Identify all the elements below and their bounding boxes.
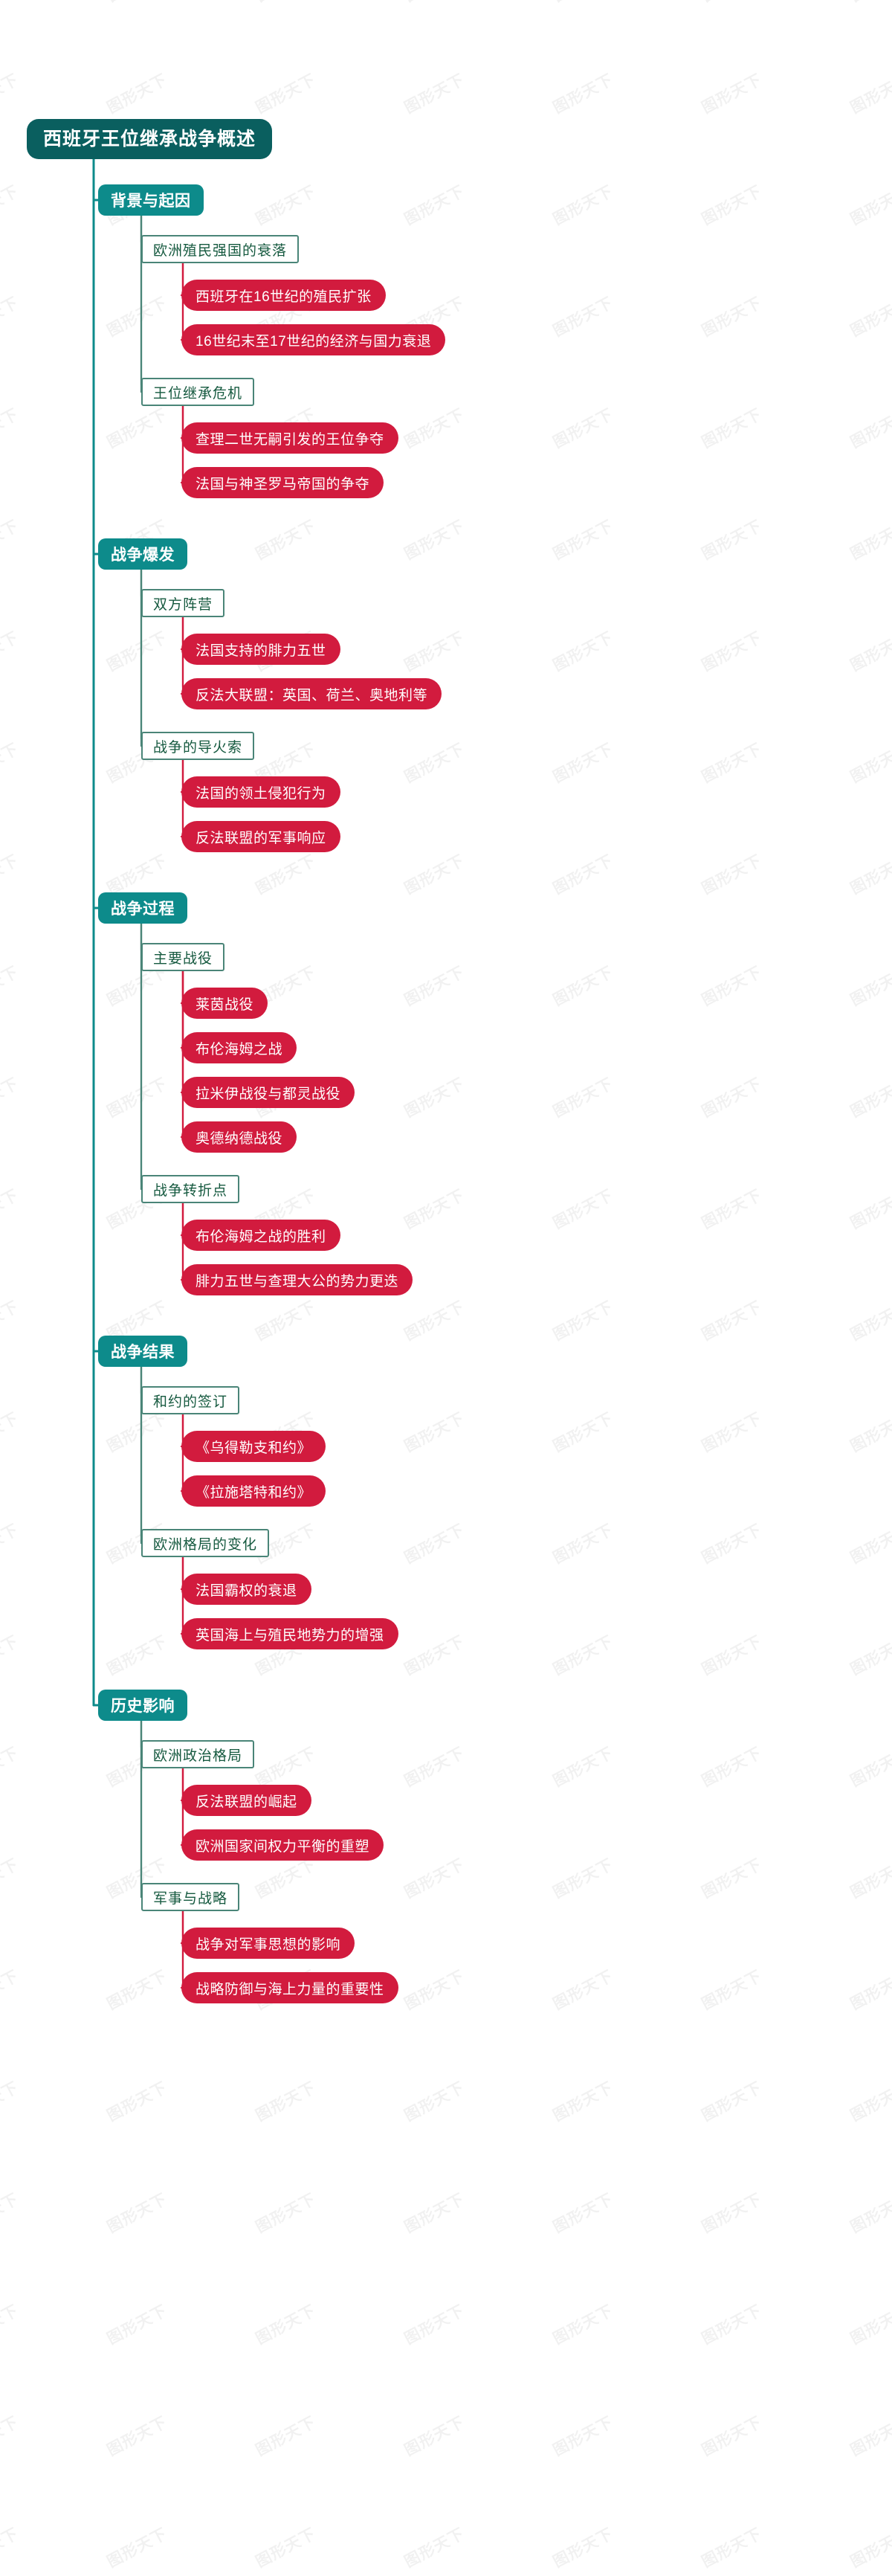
branch-node-0[interactable]: 背景与起因 [98,184,204,216]
leaf-node-2-0-0[interactable]: 莱茵战役 [181,988,268,1019]
subbranch-node-3-0[interactable]: 和约的签订 [141,1386,240,1414]
leaf-node-1-0-1[interactable]: 反法大联盟：英国、荷兰、奥地利等 [181,678,442,709]
leaf-node-2-0-3-label: 奥德纳德战役 [195,1130,283,1147]
leaf-node-2-1-1[interactable]: 腓力五世与查理大公的势力更迭 [181,1264,413,1295]
leaf-node-4-1-1[interactable]: 战略防御与海上力量的重要性 [181,1972,398,2003]
leaf-node-0-1-1[interactable]: 法国与神圣罗马帝国的争夺 [181,467,384,498]
subbranch-node-4-1-label: 军事与战略 [153,1890,228,1907]
leaf-node-2-0-1-label: 布伦海姆之战 [195,1041,283,1057]
leaf-node-1-1-0-label: 法国的领土侵犯行为 [195,785,326,802]
leaf-node-2-0-2-label: 拉米伊战役与都灵战役 [195,1086,341,1102]
branch-node-3[interactable]: 战争结果 [98,1336,187,1367]
subbranch-node-0-0-label: 欧洲殖民强国的衰落 [153,242,288,259]
leaf-node-2-0-3[interactable]: 奥德纳德战役 [181,1121,297,1153]
leaf-node-3-1-1-label: 英国海上与殖民地势力的增强 [195,1627,384,1643]
leaf-node-2-1-0[interactable]: 布伦海姆之战的胜利 [181,1220,340,1251]
leaf-node-4-0-1-label: 欧洲国家间权力平衡的重塑 [195,1838,370,1855]
leaf-node-0-0-1-label: 16世纪末至17世纪的经济与国力衰退 [195,333,432,350]
leaf-node-2-1-0-label: 布伦海姆之战的胜利 [195,1229,326,1245]
leaf-node-1-0-0-label: 法国支持的腓力五世 [195,643,326,659]
leaf-node-2-0-0-label: 莱茵战役 [195,996,254,1013]
branch-node-1-label: 战争爆发 [111,547,175,564]
subbranch-node-1-0[interactable]: 双方阵营 [141,589,225,617]
branch-node-4-label: 历史影响 [111,1698,175,1715]
leaf-node-3-1-0-label: 法国霸权的衰退 [195,1582,297,1599]
leaf-node-4-1-1-label: 战略防御与海上力量的重要性 [195,1981,384,1997]
branch-node-1[interactable]: 战争爆发 [98,538,187,570]
leaf-node-3-0-0-label: 《乌得勒支和约》 [195,1440,312,1456]
subbranch-node-0-0[interactable]: 欧洲殖民强国的衰落 [141,235,300,263]
leaf-node-0-0-0-label: 西班牙在16世纪的殖民扩张 [195,289,372,305]
branch-node-3-label: 战争结果 [111,1344,175,1361]
leaf-node-2-0-1[interactable]: 布伦海姆之战 [181,1032,297,1063]
leaf-node-4-1-0[interactable]: 战争对军事思想的影响 [181,1928,355,1959]
leaf-node-4-1-0-label: 战争对军事思想的影响 [195,1936,341,1953]
leaf-node-1-0-1-label: 反法大联盟：英国、荷兰、奥地利等 [195,687,428,703]
branch-node-2-label: 战争过程 [111,901,175,918]
root-node[interactable]: 西班牙王位继承战争概述 [27,119,273,159]
subbranch-node-1-1[interactable]: 战争的导火索 [141,732,255,760]
subbranch-node-1-0-label: 双方阵营 [153,596,213,613]
leaf-node-3-1-0[interactable]: 法国霸权的衰退 [181,1574,311,1605]
subbranch-node-2-1[interactable]: 战争转折点 [141,1175,240,1203]
branch-node-4[interactable]: 历史影响 [98,1690,187,1721]
subbranch-node-3-1-label: 欧洲格局的变化 [153,1536,258,1553]
leaf-node-1-1-1-label: 反法联盟的军事响应 [195,830,326,846]
leaf-node-3-1-1[interactable]: 英国海上与殖民地势力的增强 [181,1618,398,1649]
leaf-node-3-0-0[interactable]: 《乌得勒支和约》 [181,1431,326,1462]
leaf-node-3-0-1[interactable]: 《拉施塔特和约》 [181,1475,326,1507]
leaf-node-0-0-0[interactable]: 西班牙在16世纪的殖民扩张 [181,280,386,311]
subbranch-node-4-1[interactable]: 军事与战略 [141,1883,240,1911]
leaf-node-4-0-1[interactable]: 欧洲国家间权力平衡的重塑 [181,1829,384,1861]
leaf-node-4-0-0[interactable]: 反法联盟的崛起 [181,1785,311,1816]
subbranch-node-4-0-label: 欧洲政治格局 [153,1748,243,1764]
branch-node-0-label: 背景与起因 [111,193,191,210]
subbranch-node-3-0-label: 和约的签订 [153,1394,228,1410]
leaf-node-2-1-1-label: 腓力五世与查理大公的势力更迭 [195,1273,399,1289]
leaf-node-1-1-0[interactable]: 法国的领土侵犯行为 [181,776,340,808]
branch-node-2[interactable]: 战争过程 [98,892,187,924]
subbranch-node-4-0[interactable]: 欧洲政治格局 [141,1740,255,1768]
leaf-node-0-1-0-label: 查理二世无嗣引发的王位争夺 [195,431,384,448]
leaf-node-2-0-2[interactable]: 拉米伊战役与都灵战役 [181,1077,355,1108]
subbranch-node-3-1[interactable]: 欧洲格局的变化 [141,1529,270,1557]
subbranch-node-0-1-label: 王位继承危机 [153,385,243,402]
leaf-node-4-0-0-label: 反法联盟的崛起 [195,1794,297,1810]
subbranch-node-2-1-label: 战争转折点 [153,1182,228,1199]
leaf-node-0-1-0[interactable]: 查理二世无嗣引发的王位争夺 [181,422,398,454]
leaf-node-0-1-1-label: 法国与神圣罗马帝国的争夺 [195,476,370,492]
subbranch-node-0-1[interactable]: 王位继承危机 [141,378,255,406]
leaf-node-3-0-1-label: 《拉施塔特和约》 [195,1484,312,1501]
leaf-node-0-0-1[interactable]: 16世纪末至17世纪的经济与国力衰退 [181,324,446,355]
subbranch-node-2-0[interactable]: 主要战役 [141,943,225,971]
root-node-label: 西班牙王位继承战争概述 [43,128,256,149]
leaf-node-1-0-0[interactable]: 法国支持的腓力五世 [181,634,340,665]
leaf-node-1-1-1[interactable]: 反法联盟的军事响应 [181,821,340,852]
subbranch-node-2-0-label: 主要战役 [153,950,213,967]
subbranch-node-1-1-label: 战争的导火索 [153,739,243,756]
